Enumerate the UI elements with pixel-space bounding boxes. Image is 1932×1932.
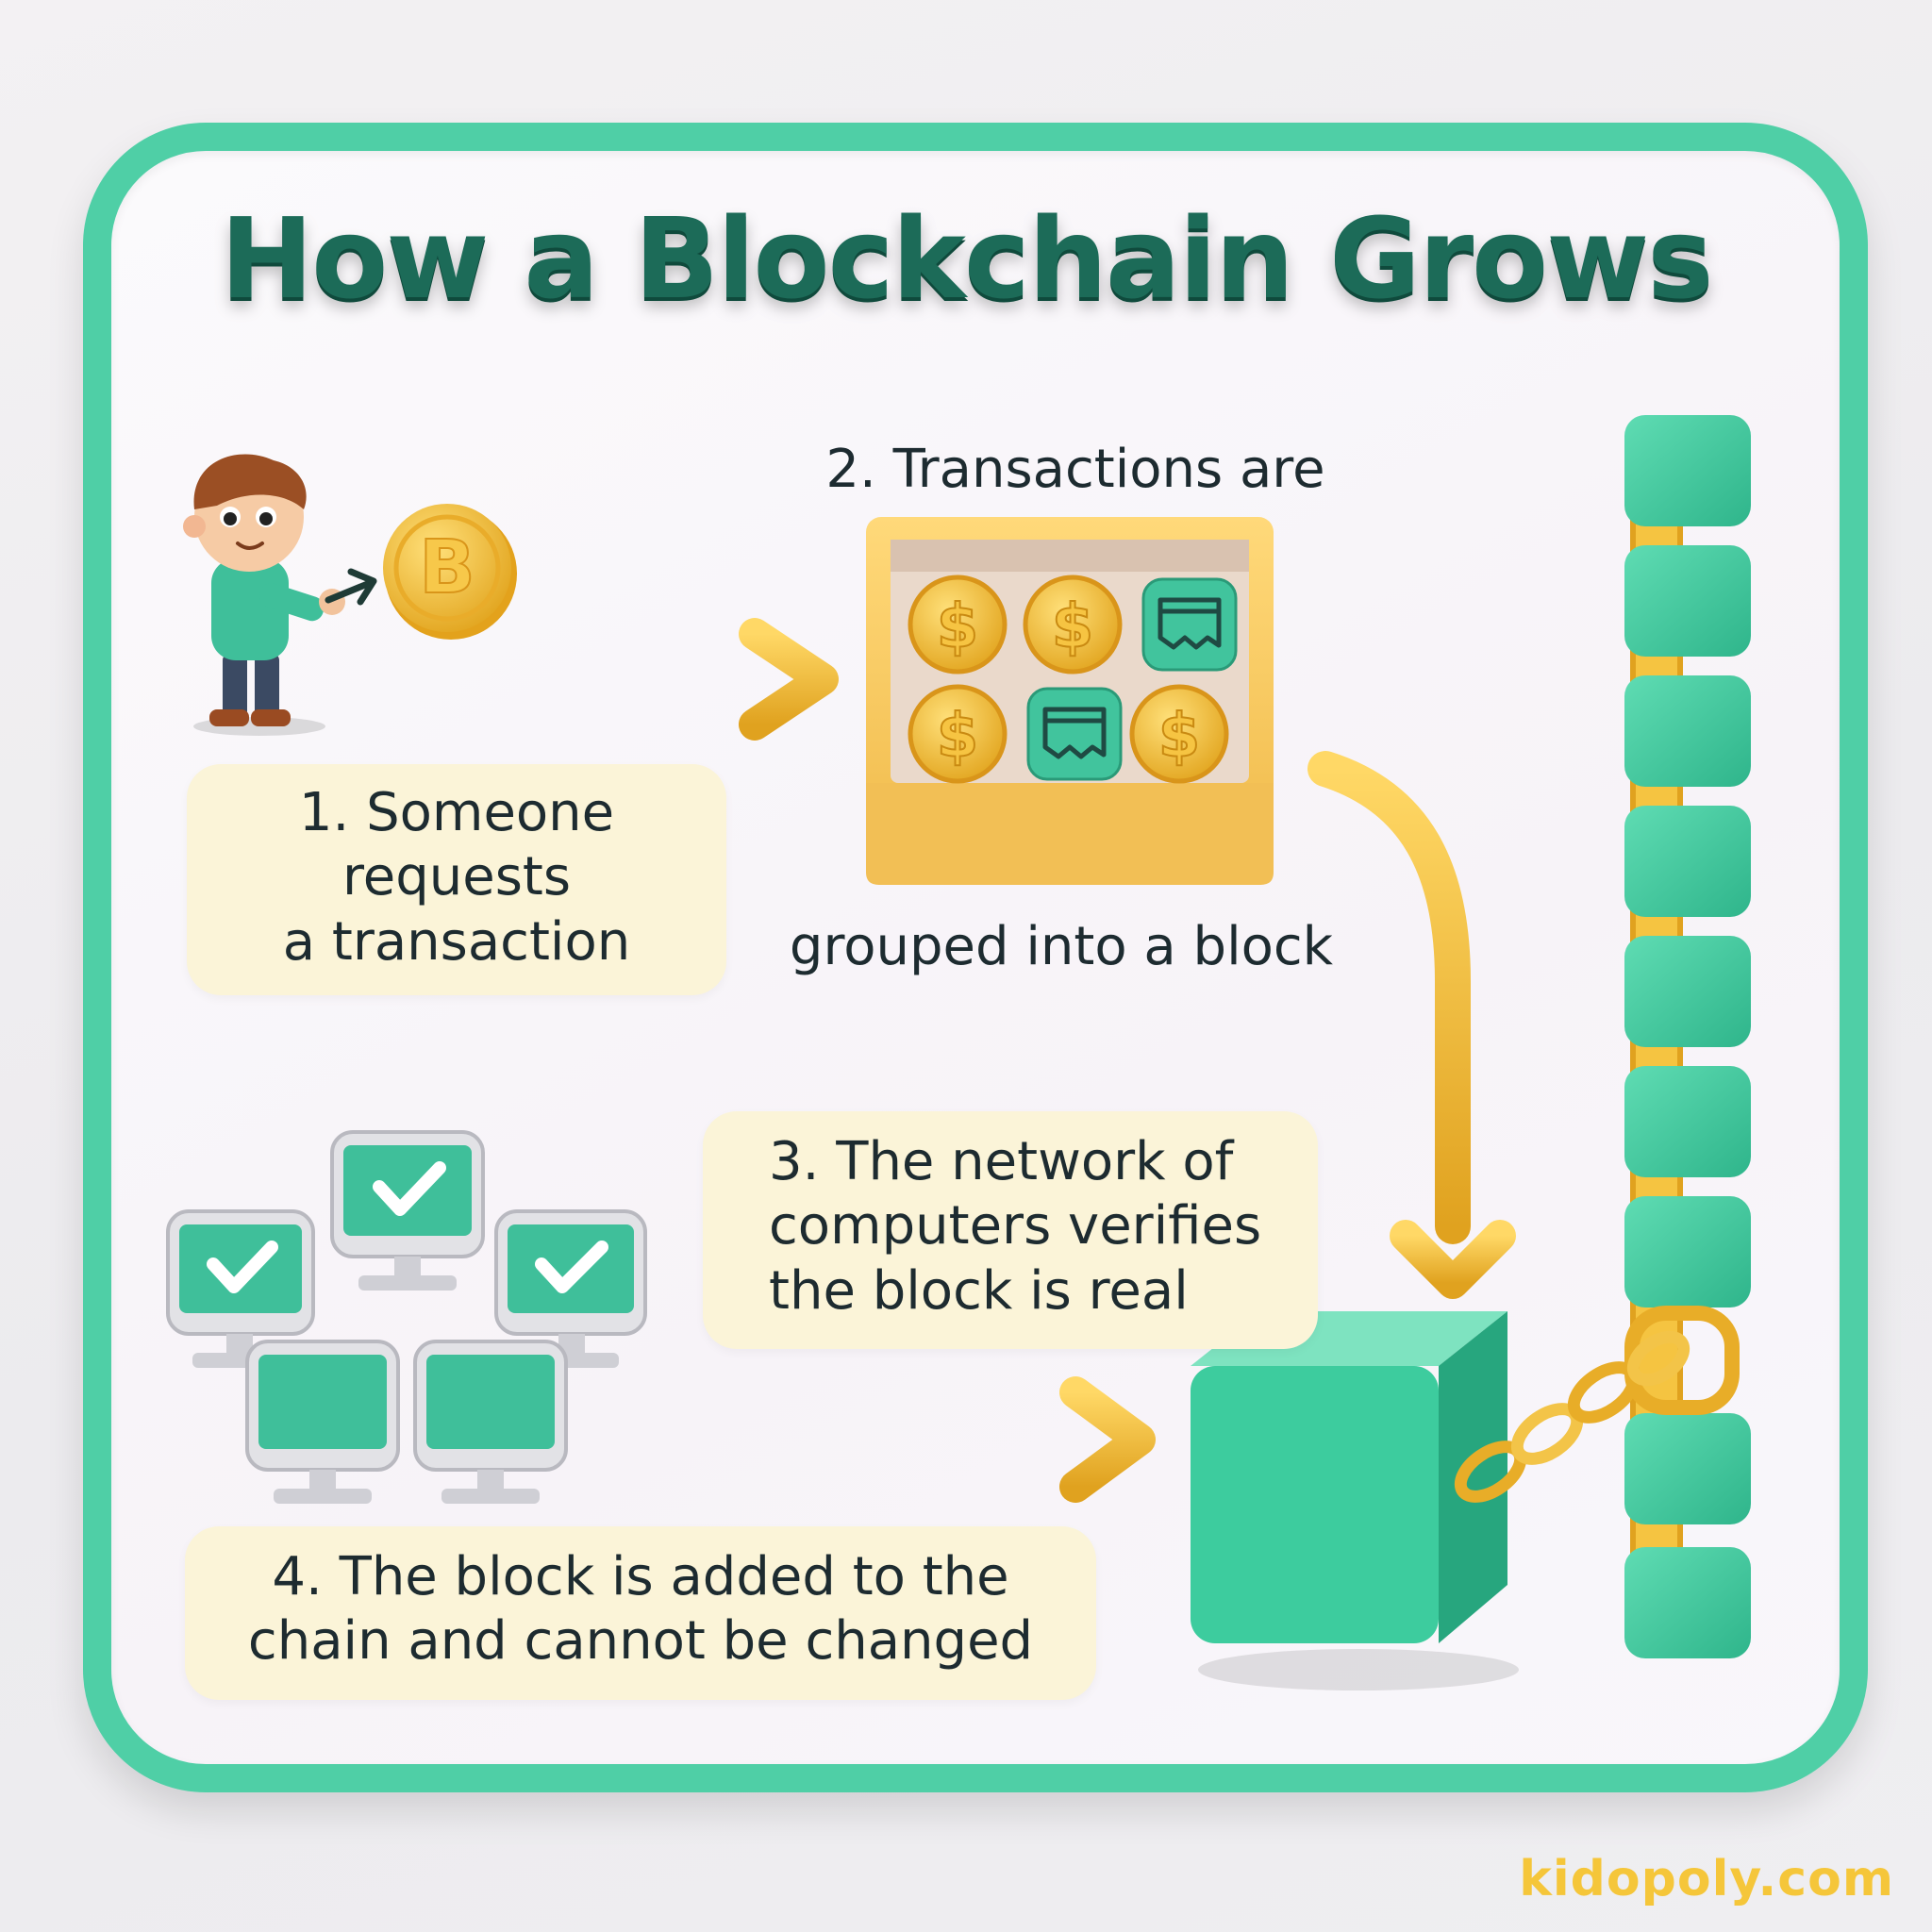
chain-block (1624, 545, 1751, 657)
step2-top-label: 2. Transactions are (825, 439, 1325, 500)
step2-bottom-label: grouped into a block (789, 916, 1334, 977)
chain-link-icon (1454, 1330, 1690, 1503)
svg-text:$: $ (937, 592, 979, 662)
svg-text:$: $ (1158, 702, 1201, 772)
person-icon (183, 454, 345, 736)
computer-check-icon (494, 1209, 647, 1368)
chain-block (1624, 415, 1751, 526)
computer-check-icon (330, 1130, 485, 1291)
chain-block (1624, 1196, 1751, 1307)
computer-check-icon (166, 1209, 315, 1368)
page-title: How a Blockchain Grows (220, 193, 1714, 324)
chain-block (1624, 1066, 1751, 1177)
chain-block (1624, 1413, 1751, 1524)
step4-card (185, 1526, 1096, 1700)
dollar-coin-icon: $ (1129, 684, 1229, 784)
receipt-icon (1141, 577, 1238, 672)
bitcoin-coin-icon: B (383, 504, 517, 640)
dollar-coin-icon: $ (908, 684, 1008, 784)
step1-card (187, 764, 726, 995)
small-arrow-icon (325, 568, 377, 606)
blockchain-column (1624, 415, 1751, 1658)
step3-card (703, 1111, 1318, 1349)
chain-block (1624, 936, 1751, 1047)
dollar-coin-icon: $ (1023, 575, 1123, 675)
receipt-icon (1026, 687, 1123, 781)
chain-block (1624, 806, 1751, 917)
arrow-step3-to-block (660, 1376, 1156, 1503)
chain-block (1624, 675, 1751, 787)
step1-label: 1. Someone requests a transaction (282, 782, 631, 973)
arrow-step1-to-step2 (500, 618, 839, 741)
computer-icon (245, 1340, 400, 1504)
chain-block (1624, 1547, 1751, 1658)
svg-text:B: B (419, 525, 475, 610)
brand-watermark: kidopoly.com (1519, 1851, 1894, 1907)
arrow-step2-to-step3 (1307, 751, 1516, 1299)
step4-label: 4. The block is added to the chain and c… (247, 1546, 1034, 1673)
step3-label: 3. The network of computers verifies the… (769, 1131, 1262, 1322)
computer-icon (413, 1340, 568, 1504)
svg-text:$: $ (937, 702, 979, 772)
dollar-coin-icon: $ (908, 575, 1008, 675)
svg-text:$: $ (1052, 592, 1094, 662)
